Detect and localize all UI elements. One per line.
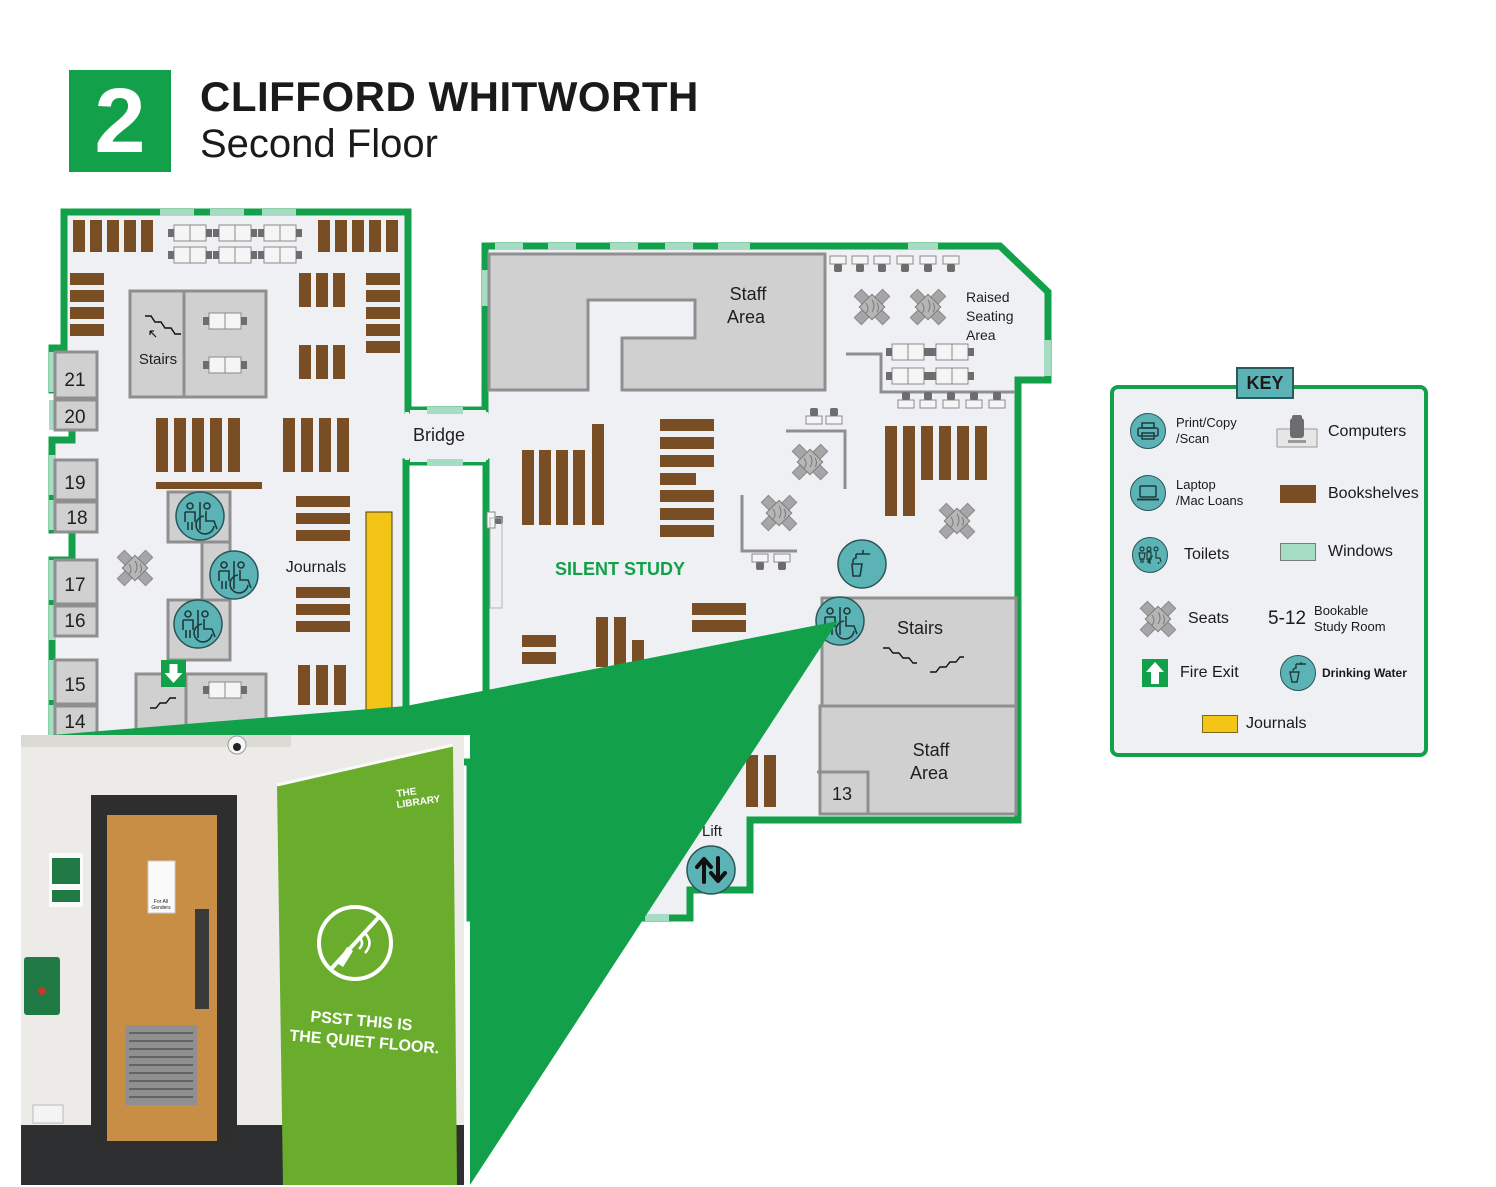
key-item-drinking-water: Drinking Water [1280,655,1407,691]
key-label-laptop-2: /Mac Loans [1176,493,1244,508]
key-label-laptop-1: Laptop [1176,477,1216,492]
seats-icon [1139,600,1177,638]
key-label-journals: Journals [1246,715,1307,732]
raised-seating-label-2: Seating [966,308,1013,324]
study-room-19[interactable]: 19 [64,473,85,494]
toilet-accessible-icon [175,491,225,541]
lift-icon [686,845,736,895]
journals-label: Journals [286,559,346,576]
key-label-bookable-1: Bookable [1314,603,1369,618]
printer-icon [1130,413,1166,449]
fire-exit-icon [1142,659,1168,687]
seats-icon [116,549,154,587]
silent-study-seating [486,407,976,609]
map-key: Print/Copy/Scan Computers Laptop/Mac Loa… [1110,385,1428,757]
svg-text:Area: Area [727,307,766,327]
staff-area-north: Staff Area [487,252,827,392]
defibrillator-sign [52,858,80,884]
toilets-icon [1132,537,1168,573]
silent-study-label: SILENT STUDY [555,559,685,579]
window-swatch [1280,543,1316,561]
quiet-floor-banner [277,745,457,1185]
key-label-print-1: Print/Copy [1176,415,1237,430]
key-item-laptop: Laptop/Mac Loans [1130,475,1243,511]
key-label-seats: Seats [1188,610,1229,627]
lift-label: Lift [702,823,723,840]
key-label-bookshelves: Bookshelves [1328,485,1419,502]
key-item-print: Print/Copy/Scan [1130,413,1237,449]
study-room-14[interactable]: 14 [64,712,86,733]
key-label-drinking-water: Drinking Water [1322,666,1407,680]
journals-swatch [1202,715,1238,733]
toilet-female-icon [173,599,223,649]
floor-subtitle: Second Floor [200,122,438,166]
photo-callout-pointer [20,621,838,1185]
door-sign-all-genders [147,860,176,914]
key-label-computers: Computers [1328,423,1407,440]
stairs-icon [145,315,181,335]
study-room-16[interactable]: 16 [64,611,85,632]
svg-text:Staff: Staff [730,284,768,304]
staff-area-south-label-1: Staff [913,740,951,760]
study-room-number-example: 5-12 [1268,608,1307,629]
windows [49,209,1051,921]
study-room-17[interactable]: 17 [64,575,85,596]
refuge-call-point [24,957,60,1015]
bookshelves-west [70,220,400,705]
study-room-15[interactable]: 15 [64,675,85,696]
key-item-bookshelves: Bookshelves [1280,485,1419,503]
stairs-east-label: Stairs [897,618,943,638]
key-label-print-2: /Scan [1176,431,1210,446]
bookshelf-swatch [1280,485,1316,503]
stairs-west-label: Stairs [139,351,177,368]
drinking-water-icon [837,539,887,589]
key-item-windows: Windows [1280,543,1393,561]
laptop-icon [1130,475,1166,511]
west-stairs-block: Stairs [128,289,268,399]
study-rooms-west [53,350,99,738]
key-label-fire-exit: Fire Exit [1180,664,1239,681]
silent-study-bookshelves [522,419,987,807]
no-talking-icon [317,905,393,981]
building-title: CLIFFORD WHITWORTH [200,73,699,120]
banner-brand-1: THE [396,786,418,800]
raised-seating-label-1: Raised [966,289,1010,305]
key-item-journals: Journals [1202,715,1306,733]
fire-exit-icon [161,660,186,687]
floor-number-badge: 2 [69,70,171,172]
study-room-20[interactable]: 20 [64,407,85,428]
study-room-13[interactable]: 13 [832,784,852,804]
raised-seating-label-3: Area [966,327,996,343]
key-label-bookable-2: Study Room [1314,619,1386,634]
key-item-fire-exit: Fire Exit [1142,659,1239,687]
key-title: KEY [1236,367,1294,399]
key-item-toilets: Toilets [1132,537,1229,573]
study-room-21[interactable]: 21 [64,370,85,391]
staff-area-south-label-2: Area [910,763,949,783]
drinking-water-icon [1280,655,1316,691]
study-room-18[interactable]: 18 [66,508,87,529]
key-item-seats: Seats [1136,597,1229,641]
key-label-toilets: Toilets [1184,546,1230,563]
journals-rack [365,511,393,713]
key-label-windows: Windows [1328,543,1393,560]
key-item-computers: Computers [1276,415,1406,449]
toilet-all-icon [209,550,259,600]
computer-icon [1276,415,1318,448]
bridge-label: Bridge [413,425,465,445]
raised-seating-area: Raised Seating Area [829,255,1015,409]
quiet-floor-photo: For All Genders THE LIBRARY PSST THIS IS… [21,735,464,1185]
toilets-west [166,490,259,662]
svg-text:For All: For All [154,899,168,905]
svg-text:Genders: Genders [151,905,171,911]
